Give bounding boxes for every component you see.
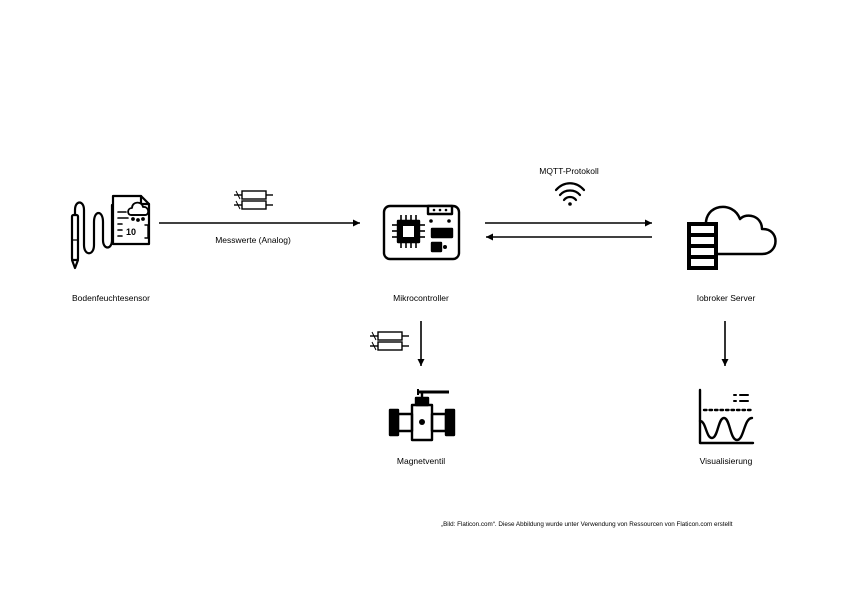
node-label-mcu: Mikrocontroller: [393, 293, 449, 303]
edge-label-measurements: Messwerte (Analog): [215, 235, 291, 245]
cloud-server-icon: [687, 205, 777, 270]
soil-moisture-sensor-icon: [70, 194, 151, 270]
sensor-reading-text: 10: [126, 227, 136, 237]
node-label-valve: Magnetventil: [396, 456, 446, 466]
wifi-icon: [554, 182, 586, 206]
node-label-vis: Visualisierung: [699, 456, 753, 466]
microcontroller-icon: [382, 204, 461, 261]
image-credit: „Bild: Flaticon.com“. Diese Abbildung wu…: [441, 521, 733, 528]
valve-icon: [388, 389, 456, 442]
cable-icon: [234, 190, 273, 210]
node-label-server: Iobroker Server: [696, 293, 756, 303]
node-label-sensor: Bodenfeuchtesensor: [72, 293, 150, 303]
chart-icon: [698, 388, 755, 445]
cable-icon: [370, 331, 409, 351]
edge-label-mqtt: MQTT-Protokoll: [539, 166, 599, 176]
